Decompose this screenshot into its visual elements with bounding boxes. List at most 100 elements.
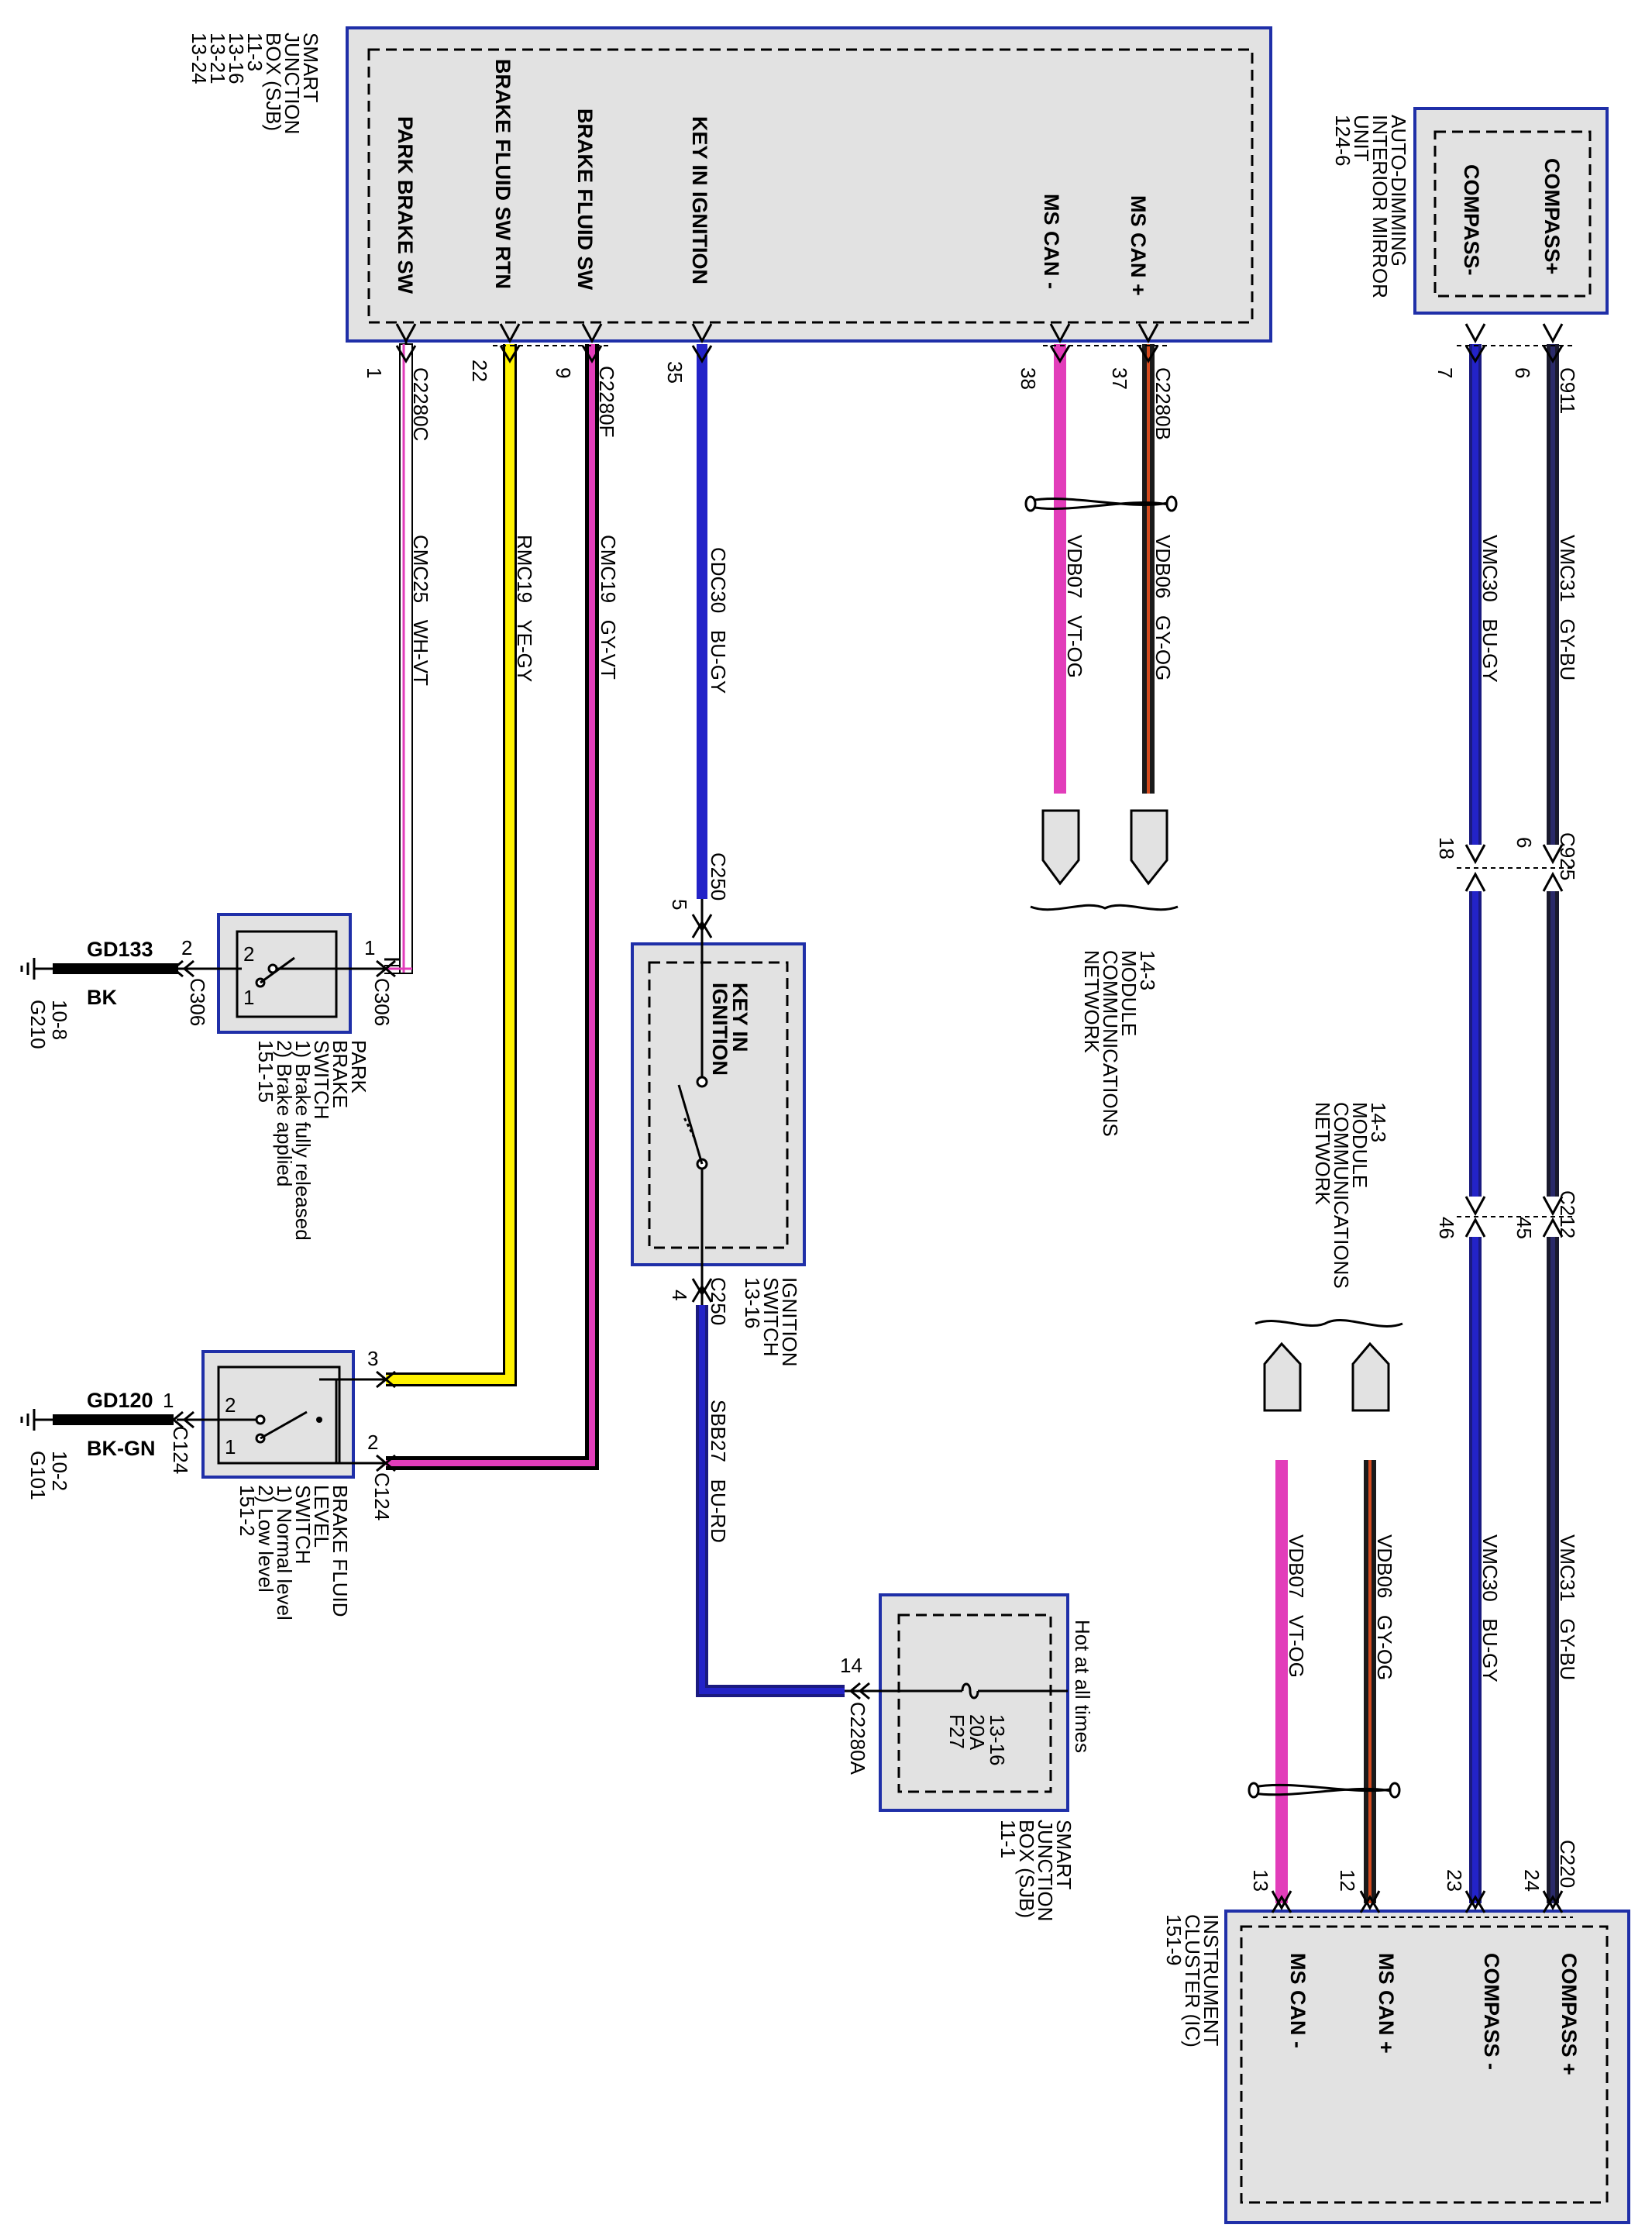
ground-g101-wire: GD120 [87,1389,153,1412]
pin-38: 38 [1017,367,1040,390]
sjb-fuse-title: SMART JUNCTION BOX (SJB) 11-1 [996,1820,1076,1927]
pin-9: 9 [552,367,575,378]
brake-fluid-pin-3: 3 [367,1347,378,1370]
twisted-pair-mark-top [1024,495,1178,512]
pin-18: 18 [1435,837,1458,859]
pin-4: 4 [668,1290,691,1300]
pin-label-compass-plus: COMPASS+ [1540,158,1564,274]
wire-label-vdb06-cluster: VDB06 GY-OG [1373,1534,1396,1680]
pin-22: 22 [468,360,491,382]
wire-label-sbb27: SBB27 BU-RD [707,1400,730,1543]
park-brake-pin-2: 2 [181,936,192,959]
wire-label-cmc19: CMC19 GY-VT [597,535,620,680]
ground-g101-color: BK-GN [87,1437,156,1460]
ground-g210-color: BK [87,986,117,1009]
pin-1: 1 [363,367,386,378]
connector-c911: C911 [1556,367,1579,414]
mirror-title: AUTO-DIMMING INTERIOR MIRROR UNIT 124-6 [1331,115,1410,304]
pin-14: 14 [840,1654,862,1677]
pin-label-brake-fluid-sw: BRAKE FLUID SW [573,108,597,290]
wire-label-vmc30-cluster: VMC30 BU-GY [1478,1534,1502,1682]
wire-label-vmc30: VMC30 BU-GY [1478,535,1502,683]
brake-fluid-sw-pin-1: 1 [225,1435,236,1458]
connector-c2280f: C2280F [595,366,618,438]
wire-sbb27 [696,1305,845,1697]
wire-label-vdb07-cluster: VDB07 VT-OG [1285,1534,1308,1678]
inline-connector-c925 [1457,844,1573,892]
pin-6b: 6 [1513,837,1536,848]
sjb-pin-arrows [395,323,1573,363]
connector-c306-right: C306 [370,978,394,1026]
connector-c2280a: C2280A [846,1702,869,1775]
pin-label-cluster-ms-can-plus: MS CAN + [1375,1953,1398,2054]
pin-6: 6 [1511,367,1534,378]
cluster-title: INSTRUMENT CLUSTER (IC) 151-9 [1162,1914,1223,2053]
brake-fluid-title: BRAKE FLUID LEVEL SWITCH 1) Normal level… [236,1485,352,1626]
connector-c250-top: C250 [707,852,730,901]
twisted-pair-mark-cluster [1248,1782,1401,1799]
pin-46: 46 [1435,1217,1458,1239]
wire-label-vmc31-cluster: VMC31 GY-BU [1556,1534,1579,1680]
wire-label-vmc31: VMC31 GY-BU [1556,535,1579,680]
instrument-cluster [1224,1890,1630,2224]
ground-g101-label: G101 10-2 [26,1451,71,1506]
sjb-top-title: SMART JUNCTION BOX (SJB) 11-3 13-16 13-2… [188,33,322,140]
sjb-top-module: SMART JUNCTION BOX (SJB) 11-3 13-16 13-2… [188,26,1272,343]
connector-c2280b: C2280B [1151,367,1175,440]
wire-cmc19 [386,344,599,1470]
pin-7: 7 [1433,367,1457,378]
pin-label-cluster-ms-can-minus: MS CAN - [1286,1953,1310,2048]
ground-g210-wire: GD133 [87,938,153,961]
wire-label-cmc25: CMC25 WH-VT [409,535,432,686]
ignition-switch-title: IGNITION SWITCH 13-16 [741,1277,801,1372]
network-ref-2: 14-3 MODULE COMMUNICATIONS NETWORK [1311,1102,1390,1294]
pin-label-ms-can-plus: MS CAN + [1127,195,1150,296]
wire-label-vdb07: VDB07 VT-OG [1063,535,1086,678]
park-brake-pin-1: 1 [364,936,375,959]
network-pentagons-cluster [1254,1318,1403,1412]
key-in-ignition-switch: KEY IN IGNITION [631,899,806,1305]
fuse-hot-label: Hot at all times [1071,1620,1094,1753]
pin-37: 37 [1108,367,1131,390]
pin-23: 23 [1443,1869,1466,1892]
mirror-module: AUTO-DIMMING INTERIOR MIRROR UNIT 124-6 … [1331,107,1609,315]
brake-fluid-level-switch [171,1350,396,1479]
wire-label-cdc30: CDC30 BU-GY [707,547,730,694]
pin-label-compass-minus: COMPASS- [1460,164,1483,276]
brake-fluid-pin-2: 2 [367,1431,378,1454]
connector-c220: C220 [1556,1840,1579,1888]
pin-label-cluster-compass-minus: COMPASS - [1480,1953,1503,2070]
ground-g210 [20,958,178,980]
pin-13: 13 [1249,1869,1272,1892]
pin-35: 35 [663,361,687,384]
connector-c2280c: C2280C [409,367,432,441]
ground-g210-label: G210 10-8 [26,1000,71,1055]
pin-label-ms-can-minus: MS CAN - [1040,194,1063,289]
wire-cmc25 [384,341,413,974]
connector-c212: C212 [1556,1190,1579,1238]
inline-connector-c212 [1457,1196,1573,1238]
brake-fluid-pin-1: 1 [163,1389,174,1412]
pin-label-cluster-compass-plus: COMPASS + [1557,1953,1581,2075]
wire-label-vdb06: VDB06 GY-OG [1151,535,1175,680]
wire-label-rmc19: RMC19 YE-GY [513,535,536,682]
pin-label-park-brake-sw: PARK BRAKE SW [394,116,417,294]
network-pentagons-top [1030,809,1179,911]
sjb-fuse-box [845,1593,1069,1812]
pin-label-brake-fluid-sw-rtn: BRAKE FLUID SW RTN [491,59,515,289]
park-brake-sw-pin-2: 2 [243,942,254,966]
connector-c250-bottom: C250 [707,1277,730,1325]
network-ref-1: 14-3 MODULE COMMUNICATIONS NETWORK [1080,950,1159,1142]
fuse-label: F27 20A 13-16 [945,1714,1009,1766]
pin-12: 12 [1336,1869,1359,1892]
connector-c124-right: C124 [370,1472,394,1520]
pin-24: 24 [1520,1869,1544,1892]
park-brake-sw-pin-1: 1 [243,986,254,1009]
connector-c925: C925 [1556,832,1579,880]
pin-45: 45 [1513,1217,1536,1239]
park-brake-title: PARK BRAKE SWITCH 1) Brake fully release… [254,1040,370,1246]
ground-g101 [20,1409,174,1431]
pin-5: 5 [668,899,691,910]
connector-c124-left: C124 [169,1426,192,1474]
